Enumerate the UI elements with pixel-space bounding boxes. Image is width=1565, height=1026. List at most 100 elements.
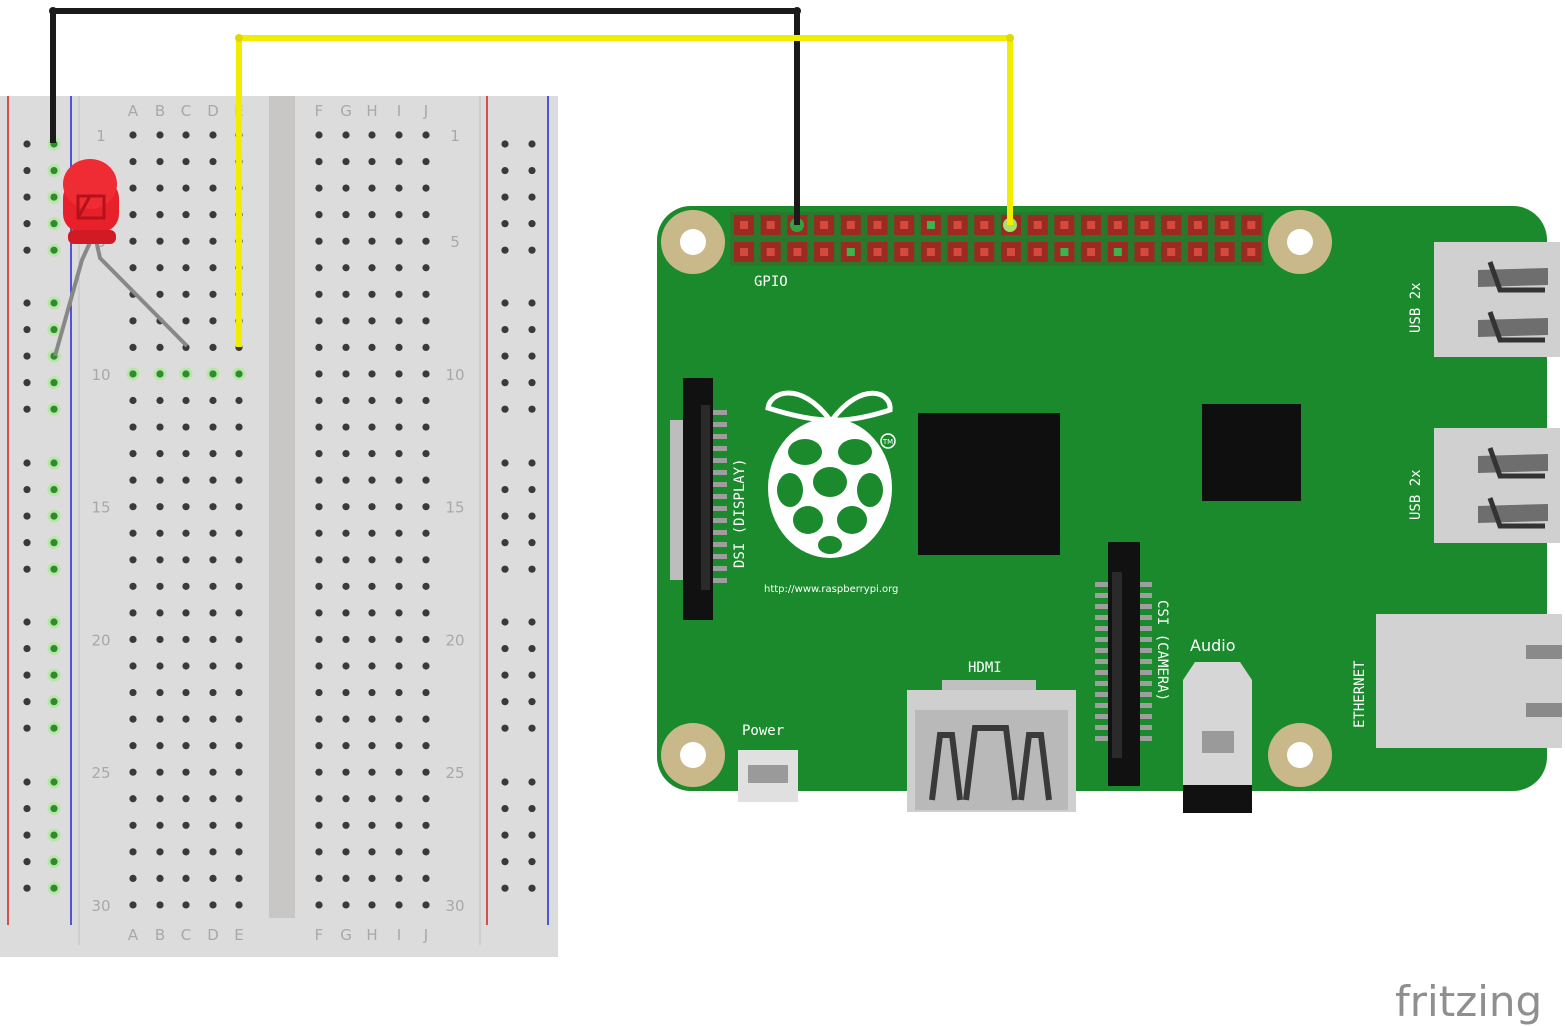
breadboard-hole <box>368 848 376 856</box>
rail-hole <box>501 140 509 148</box>
breadboard-hole <box>395 237 403 245</box>
breadboard-hole <box>182 556 190 564</box>
breadboard-hole <box>422 688 430 697</box>
breadboard-hole <box>209 317 217 325</box>
breadboard-hole <box>209 715 217 723</box>
breadboard-hole <box>368 423 376 431</box>
rail-hole <box>501 698 509 706</box>
gpio-pin <box>953 248 962 256</box>
connector-pin <box>1140 659 1152 664</box>
connector-pin <box>713 434 727 439</box>
breadboard-hole <box>182 874 190 883</box>
rail-hole <box>501 778 509 786</box>
breadboard-hole <box>156 450 164 458</box>
rail-hole <box>501 884 509 892</box>
gpio-pin <box>1033 221 1042 229</box>
column-label: C <box>181 926 191 944</box>
rail-hole <box>501 193 509 201</box>
breadboard-hole <box>342 556 350 564</box>
breadboard-hole <box>156 290 164 298</box>
breadboard-hole <box>129 848 137 856</box>
breadboard-hole <box>156 848 164 856</box>
breadboard-hole <box>342 874 350 883</box>
breadboard-hole <box>368 237 376 245</box>
breadboard-hole <box>368 768 376 776</box>
usb-port-1 <box>1434 242 1560 357</box>
breadboard-hole <box>315 211 323 219</box>
breadboard-hole <box>422 874 430 883</box>
hdmi-label: HDMI <box>968 660 1002 676</box>
connector-pin <box>1095 637 1109 642</box>
gpio-label: GPIO <box>754 274 788 290</box>
breadboard-hole <box>209 609 217 617</box>
dsi-connector-pins <box>713 410 727 583</box>
row-number: 15 <box>91 499 110 517</box>
breadboard-hole <box>342 662 350 670</box>
breadboard-hole <box>235 476 243 484</box>
breadboard-hole <box>422 157 430 166</box>
breadboard-hole <box>342 901 350 909</box>
breadboard-hole <box>368 503 376 511</box>
breadboard-hole <box>182 529 190 537</box>
rail-hole <box>23 778 31 786</box>
hdmi-port <box>907 680 1076 812</box>
breadboard-hole <box>422 529 430 537</box>
logo-leaf-right <box>827 390 893 423</box>
rail-hole <box>50 405 58 413</box>
rail-hole <box>23 831 31 839</box>
breadboard-hole <box>129 582 137 590</box>
breadboard-hole <box>182 901 190 909</box>
breadboard-hole <box>315 423 323 431</box>
breadboard-hole <box>422 370 430 378</box>
rail-hole <box>501 831 509 839</box>
breadboard-hole <box>182 662 190 670</box>
breadboard-hole <box>129 688 137 697</box>
breadboard-hole <box>315 768 323 776</box>
rail-hole <box>528 539 536 547</box>
column-label: F <box>315 926 324 944</box>
gpio-pin <box>926 221 935 229</box>
connector-pin <box>1140 615 1152 620</box>
breadboard-hole <box>368 821 376 829</box>
breadboard-hole <box>422 715 430 723</box>
breadboard-hole <box>129 423 137 431</box>
wire-bend <box>1006 34 1014 42</box>
breadboard-hole <box>315 290 323 298</box>
breadboard-hole <box>395 821 403 829</box>
column-label: B <box>155 926 165 944</box>
breadboard-hole <box>342 715 350 723</box>
breadboard-hole <box>156 582 164 590</box>
connector-pin <box>713 566 727 571</box>
breadboard-hole <box>182 635 190 644</box>
breadboard-hole <box>342 264 350 272</box>
breadboard-hole <box>368 609 376 617</box>
breadboard-hole <box>235 874 243 883</box>
gpio-pin <box>1193 221 1202 229</box>
gpio-pin <box>1033 248 1042 256</box>
rail-hole <box>50 220 58 228</box>
connector-pin <box>713 542 727 547</box>
rail-hole <box>501 246 509 254</box>
breadboard-hole <box>315 874 323 883</box>
breadboard-hole <box>182 688 190 697</box>
audio-jack-socket <box>1183 785 1252 813</box>
breadboard-hole <box>315 609 323 617</box>
breadboard-hole <box>235 503 243 511</box>
breadboard-hole <box>235 370 243 378</box>
breadboard-hole <box>129 343 137 351</box>
breadboard-hole <box>395 343 403 351</box>
rail-hole <box>23 512 31 520</box>
breadboard-hole <box>368 662 376 670</box>
wire-bend <box>793 7 801 15</box>
rail-hole <box>50 724 58 732</box>
rail-hole <box>528 671 536 679</box>
breadboard-hole <box>209 343 217 351</box>
audio-jack-window <box>1202 731 1234 753</box>
connector-pin <box>1095 582 1109 587</box>
breadboard-holes <box>23 131 536 909</box>
breadboard-hole <box>395 582 403 590</box>
breadboard-hole <box>315 688 323 697</box>
breadboard-hole <box>422 396 430 405</box>
row-number: 15 <box>445 499 464 517</box>
connector-pin <box>1095 736 1109 741</box>
